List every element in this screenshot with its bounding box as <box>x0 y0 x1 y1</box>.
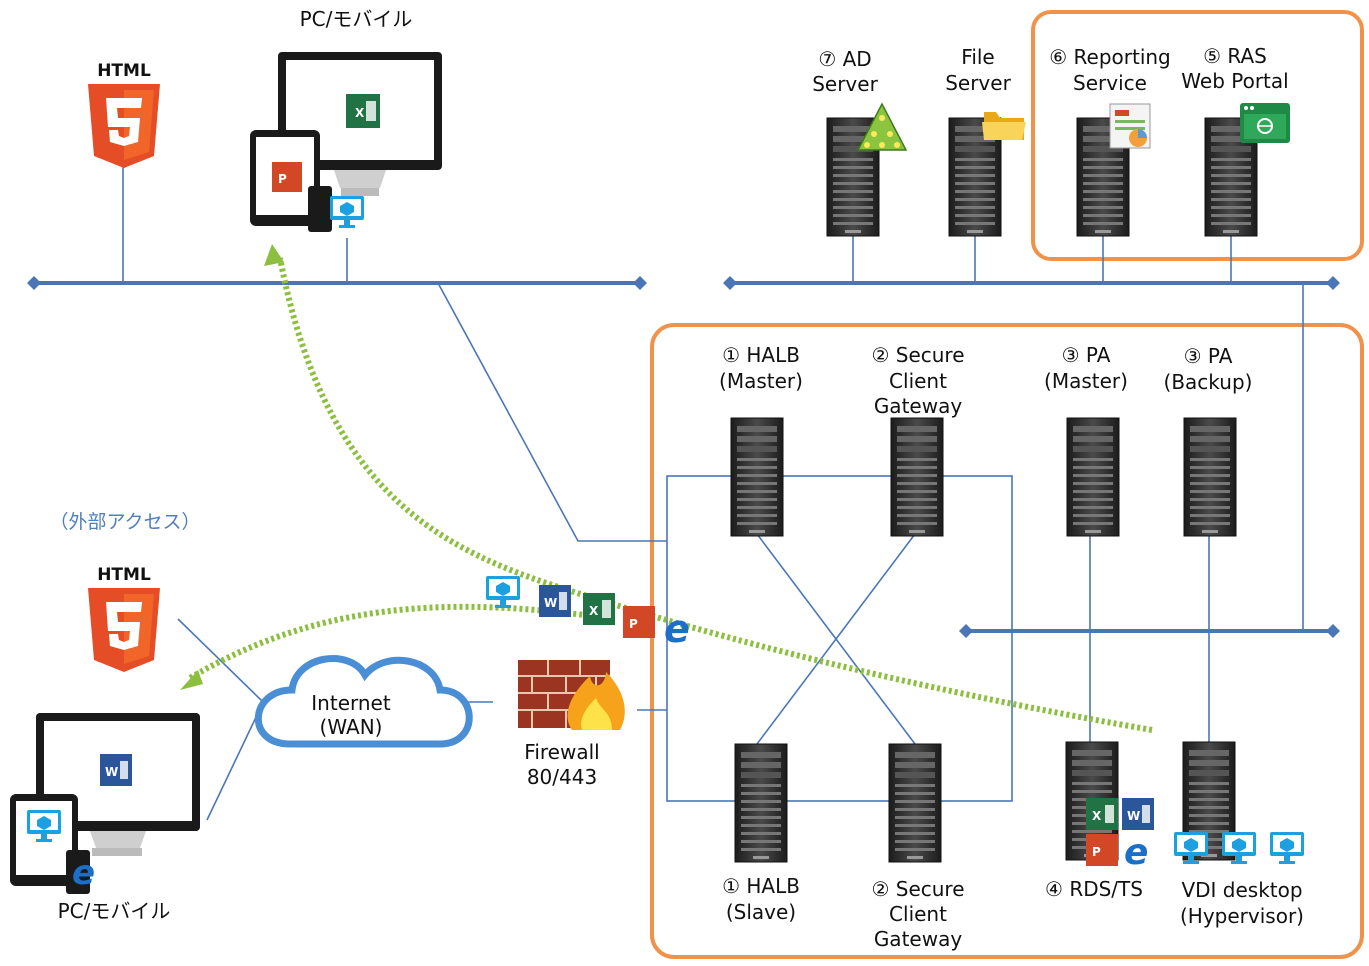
remote-desktop-icon <box>486 576 520 608</box>
svg-text:Web Portal: Web Portal <box>1181 69 1288 93</box>
lan-right-bus <box>723 276 1340 290</box>
firewall-icon <box>518 660 625 730</box>
folder-icon <box>982 112 1026 140</box>
lan-left-bus <box>27 276 647 290</box>
svg-text:(Hypervisor): (Hypervisor) <box>1180 904 1304 928</box>
edge-icon: e <box>72 853 95 893</box>
svg-text:Gateway: Gateway <box>874 394 963 418</box>
svg-text:(Master): (Master) <box>1044 369 1128 393</box>
svg-text:Server: Server <box>945 71 1011 95</box>
pa-backup-server: ③ PA (Backup) <box>1164 344 1253 537</box>
svg-text:② Secure: ② Secure <box>871 343 964 367</box>
svg-text:P: P <box>278 172 287 186</box>
svg-text:Server: Server <box>812 72 878 96</box>
svg-text:W: W <box>105 765 118 779</box>
powerpoint-icon: P <box>623 606 655 638</box>
edge-icon: e <box>664 607 690 651</box>
svg-text:② Secure: ② Secure <box>871 877 964 901</box>
ad-server: ⑦ AD Server <box>812 47 908 237</box>
vdi-desktop-server: VDI desktop (Hypervisor) <box>1174 741 1304 928</box>
svg-text:(Slave): (Slave) <box>726 900 796 924</box>
powerpoint-icon: P <box>272 162 302 192</box>
svg-text:⑤ RAS: ⑤ RAS <box>1203 44 1267 68</box>
halb-master-server: ① HALB (Master) <box>719 343 803 537</box>
svg-text:P: P <box>1092 845 1101 859</box>
svg-text:(Master): (Master) <box>719 369 803 393</box>
excel-icon: X <box>583 593 615 625</box>
svg-text:X: X <box>1092 809 1102 823</box>
svg-text:VDI desktop: VDI desktop <box>1181 878 1302 902</box>
svg-text:Client: Client <box>889 902 947 926</box>
halb-slave-server: ① HALB (Slave) <box>722 743 800 924</box>
top-client-label: PC/モバイル <box>300 7 413 31</box>
bottom-client-devices: W e PC/モバイル （外部アクセス） <box>10 511 201 923</box>
phone <box>308 186 332 232</box>
powerpoint-icon: P <box>1086 834 1118 866</box>
web-portal-icon <box>1240 103 1290 143</box>
remote-desktop-icon <box>330 196 364 228</box>
word-icon: W <box>539 585 571 617</box>
external-access-label: （外部アクセス） <box>49 511 200 533</box>
svg-text:Gateway: Gateway <box>874 927 963 951</box>
bottom-client-label: PC/モバイル <box>58 899 171 923</box>
word-icon: W <box>1122 798 1154 830</box>
svg-text:W: W <box>1127 809 1140 823</box>
html5-logo-top: HTML <box>88 61 160 168</box>
svg-text:① HALB: ① HALB <box>722 874 800 898</box>
html5-logo-bottom: HTML <box>88 565 160 672</box>
report-icon <box>1109 103 1151 149</box>
remote-access-flow <box>180 244 1153 733</box>
svg-text:⑥ Reporting: ⑥ Reporting <box>1049 45 1171 69</box>
svg-text:(Backup): (Backup) <box>1164 370 1253 394</box>
svg-text:Firewall: Firewall <box>524 740 599 764</box>
svg-text:X: X <box>355 106 365 120</box>
internet-cloud: Internet (WAN) <box>254 655 473 748</box>
cloud-icon <box>254 655 473 748</box>
svg-text:Service: Service <box>1073 71 1147 95</box>
reporting-portal-frame <box>1031 10 1364 261</box>
reporting-service-server: ⑥ Reporting Service <box>1049 45 1171 237</box>
svg-text:Internet: Internet <box>311 691 391 715</box>
secure-client-gateway-bottom: ② Secure Client Gateway <box>871 743 965 951</box>
svg-text:X: X <box>589 604 599 618</box>
cluster-frame <box>650 323 1364 959</box>
ad-tree-icon <box>856 102 908 151</box>
svg-text:④ RDS/TS: ④ RDS/TS <box>1045 877 1143 901</box>
svg-text:③ PA: ③ PA <box>1062 343 1111 367</box>
secure-client-gateway-top: ② Secure Client Gateway <box>871 343 965 537</box>
svg-text:W: W <box>544 596 557 610</box>
firewall: Firewall 80/443 <box>518 660 625 789</box>
file-server: File Server <box>945 45 1026 237</box>
svg-text:(WAN): (WAN) <box>320 715 383 739</box>
word-icon: W <box>100 754 132 786</box>
connection-lines <box>122 165 1304 821</box>
svg-text:① HALB: ① HALB <box>722 343 800 367</box>
phone <box>66 850 90 894</box>
html5-text: HTML <box>97 565 151 585</box>
rds-ts-server: X W P e ④ RDS/TS <box>1045 741 1154 901</box>
ras-web-portal-server: ⑤ RAS Web Portal <box>1181 44 1290 237</box>
svg-text:80/443: 80/443 <box>527 765 597 789</box>
excel-icon: X <box>1086 798 1118 830</box>
svg-text:P: P <box>629 617 638 631</box>
lan-internal-bus <box>959 624 1340 638</box>
flow-app-icons: W X P e <box>486 576 690 651</box>
remote-desktop-icon <box>1270 832 1304 864</box>
svg-text:⑦ AD: ⑦ AD <box>818 47 871 71</box>
svg-text:Client: Client <box>889 369 947 393</box>
svg-text:③ PA: ③ PA <box>1184 344 1233 368</box>
svg-text:e: e <box>72 853 95 893</box>
svg-text:e: e <box>1124 832 1148 873</box>
top-client-devices: X P PC/モバイル <box>250 7 442 232</box>
html5-text: HTML <box>97 61 151 81</box>
pa-master-server: ③ PA (Master) <box>1044 343 1128 537</box>
edge-icon: e <box>1124 832 1148 873</box>
svg-text:File: File <box>961 45 994 69</box>
excel-icon: X <box>346 94 380 128</box>
svg-text:e: e <box>664 607 690 651</box>
